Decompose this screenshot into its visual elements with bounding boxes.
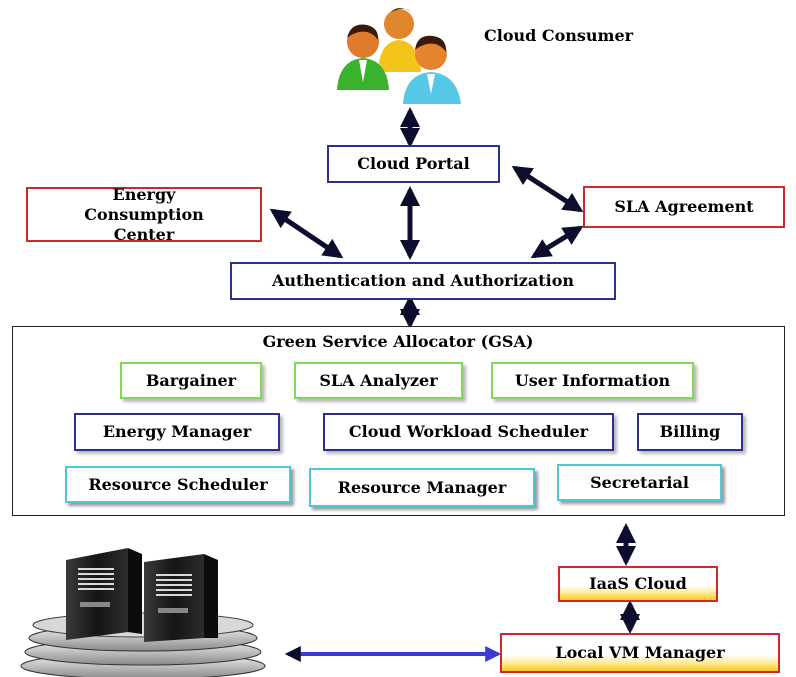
authentication-authorization-box: Authentication and Authorization <box>230 262 616 300</box>
servers-icon <box>20 548 266 677</box>
local-vm-manager-box: Local VM Manager <box>500 633 780 673</box>
cloud-portal-box: Cloud Portal <box>327 145 500 183</box>
arrow-portal-sla <box>511 165 584 213</box>
iaas-cloud-box: IaaS Cloud <box>558 566 718 602</box>
sla-analyzer-box: SLA Analyzer <box>294 362 463 399</box>
energy-consumption-center-label: Energy Consumption Center <box>84 184 204 244</box>
energy-manager-box: Energy Manager <box>74 413 280 451</box>
bargainer-box: Bargainer <box>120 362 262 399</box>
secretarial-box: Secretarial <box>557 464 722 501</box>
users-icon <box>337 8 461 104</box>
gsa-title: Green Service Allocator (GSA) <box>262 332 534 351</box>
resource-manager-box: Resource Manager <box>309 468 535 507</box>
user-information-box: User Information <box>491 362 694 399</box>
cloud-workload-scheduler-box: Cloud Workload Scheduler <box>323 413 614 451</box>
sla-agreement-box: SLA Agreement <box>583 186 785 228</box>
billing-box: Billing <box>637 413 743 451</box>
energy-consumption-center-box: Energy Consumption Center <box>26 184 262 244</box>
arrow-sla-auth <box>530 225 584 259</box>
cloud-consumer-label: Cloud Consumer <box>484 26 634 45</box>
arrow-energy-auth <box>269 208 344 259</box>
resource-scheduler-box: Resource Scheduler <box>65 466 291 503</box>
